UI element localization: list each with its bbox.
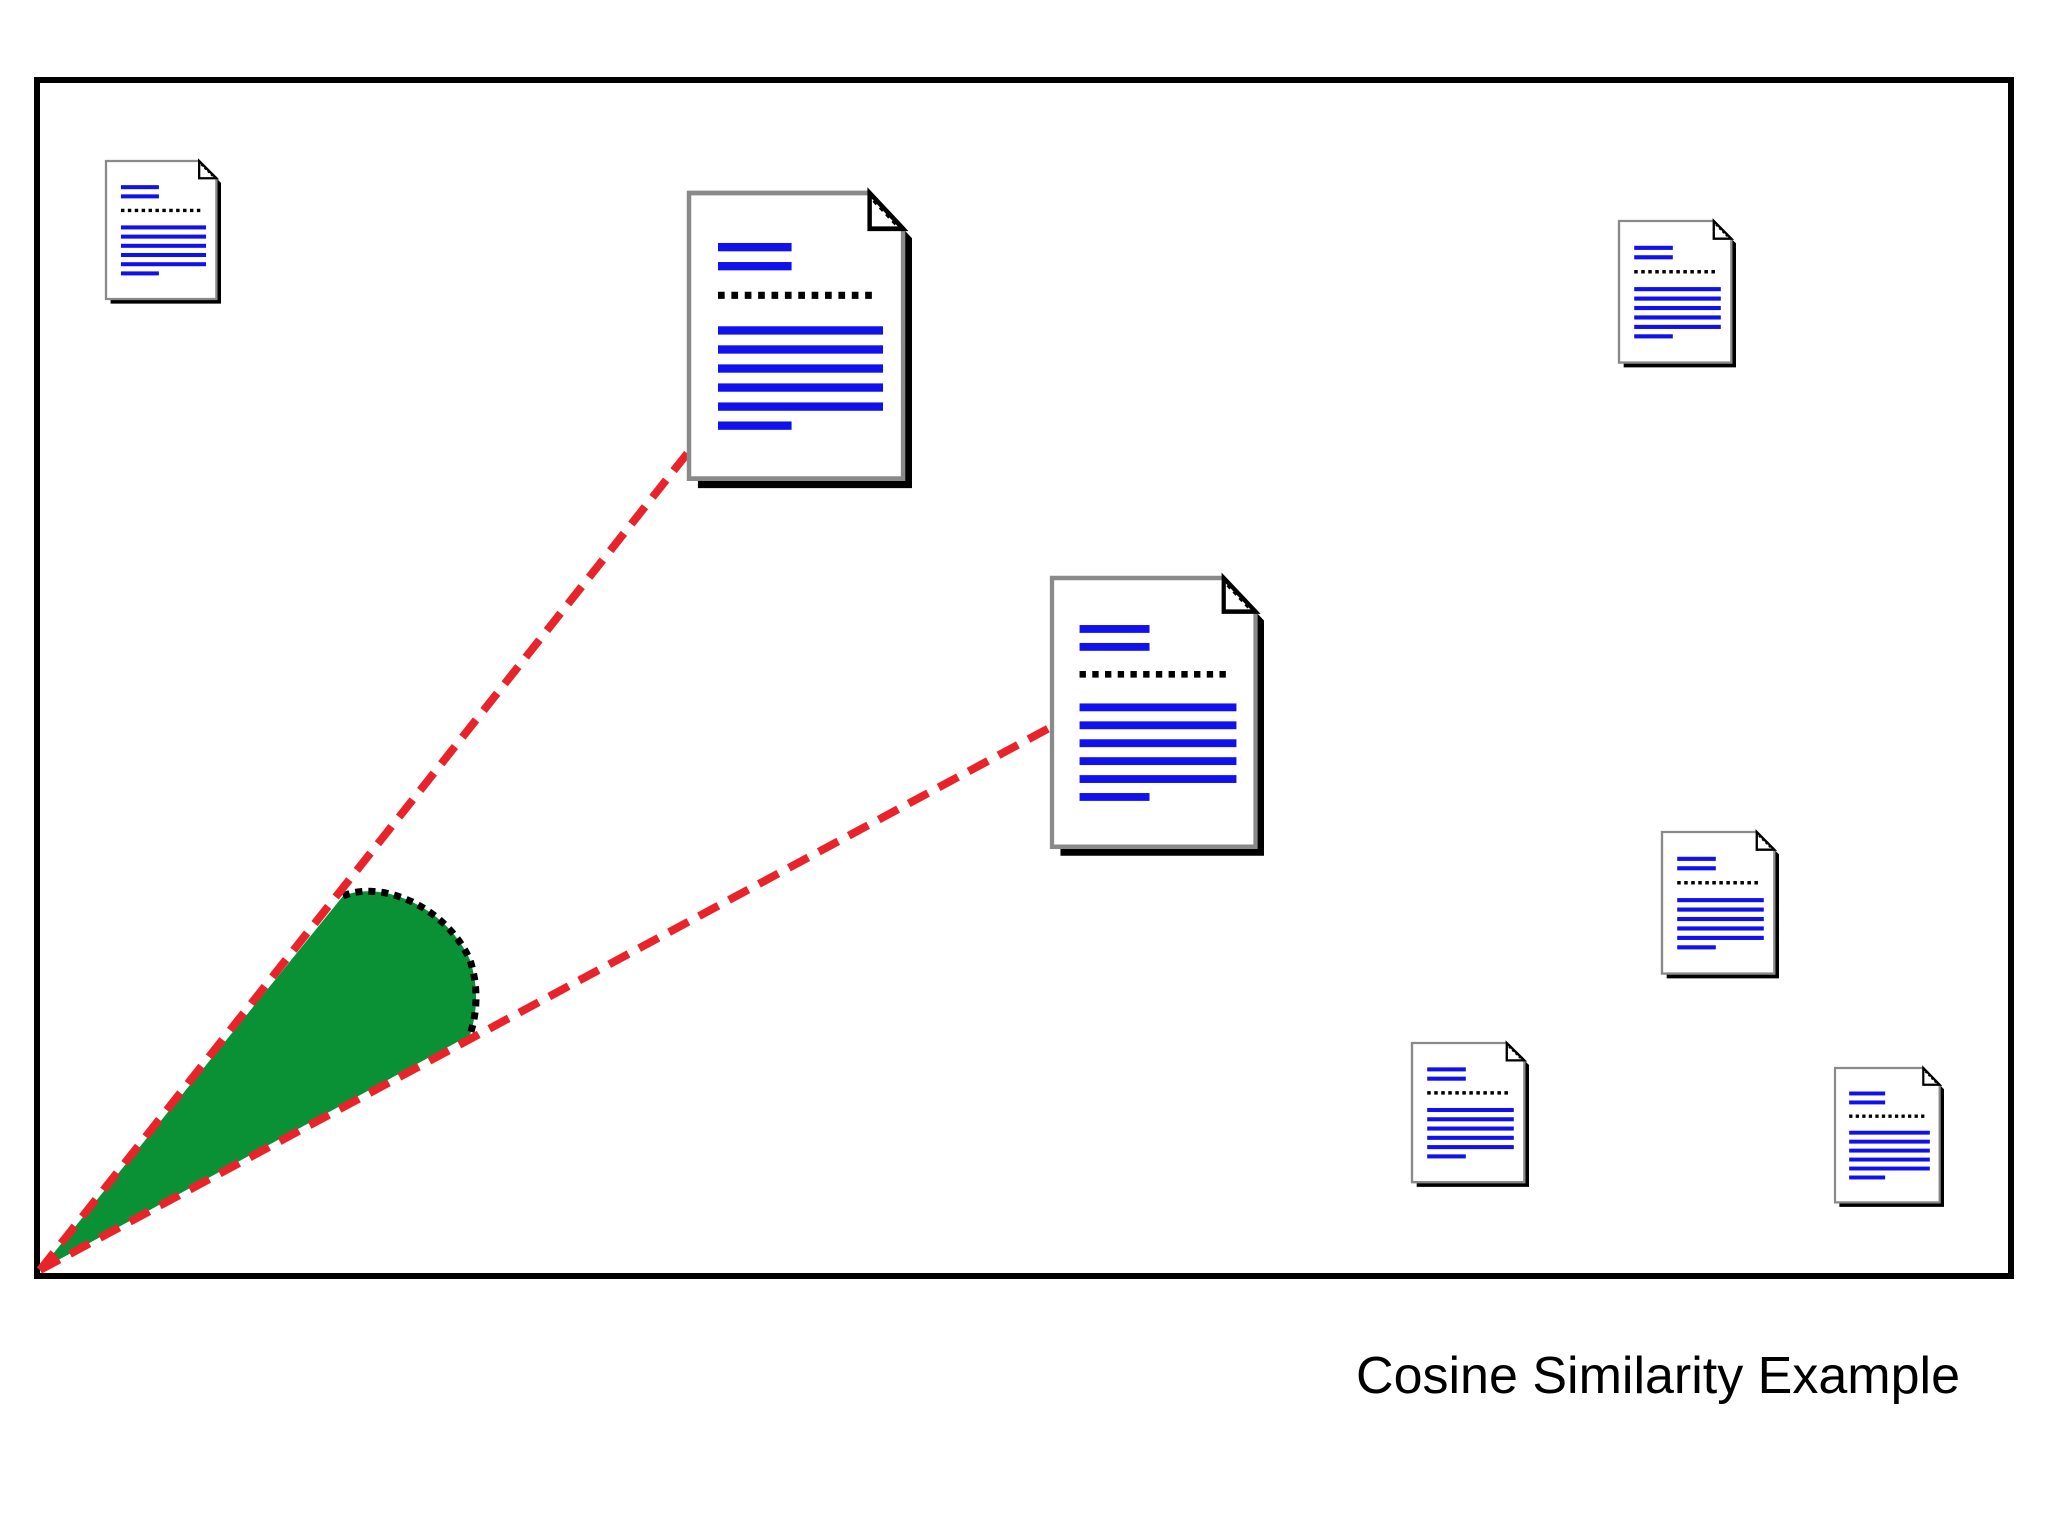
- document-icon: [1660, 830, 1781, 981]
- document-icon: [1833, 1066, 1946, 1209]
- document-icon: [689, 193, 912, 488]
- document-icon: [104, 159, 223, 306]
- vector-line-1: [36, 447, 694, 1273]
- angle-wedge: [40, 891, 476, 1270]
- caption: Cosine Similarity Example: [1356, 1347, 1960, 1405]
- angle-arc: [341, 887, 480, 1037]
- document-icon: [1410, 1041, 1531, 1189]
- vector-line-2: [38, 722, 1055, 1274]
- document-icon: [1617, 219, 1738, 370]
- document-icon: [1052, 578, 1264, 856]
